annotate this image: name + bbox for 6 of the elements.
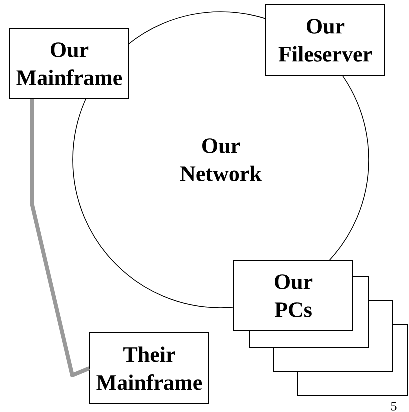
page-number: 5 (392, 402, 397, 411)
computer-box: Their Mainframe (90, 332, 210, 404)
computer-box: Our Fileserver (266, 4, 386, 76)
computer-box: Our Mainframe (10, 28, 130, 100)
computer-box: Our PCs (234, 260, 354, 332)
connection-line (30, 100, 90, 378)
